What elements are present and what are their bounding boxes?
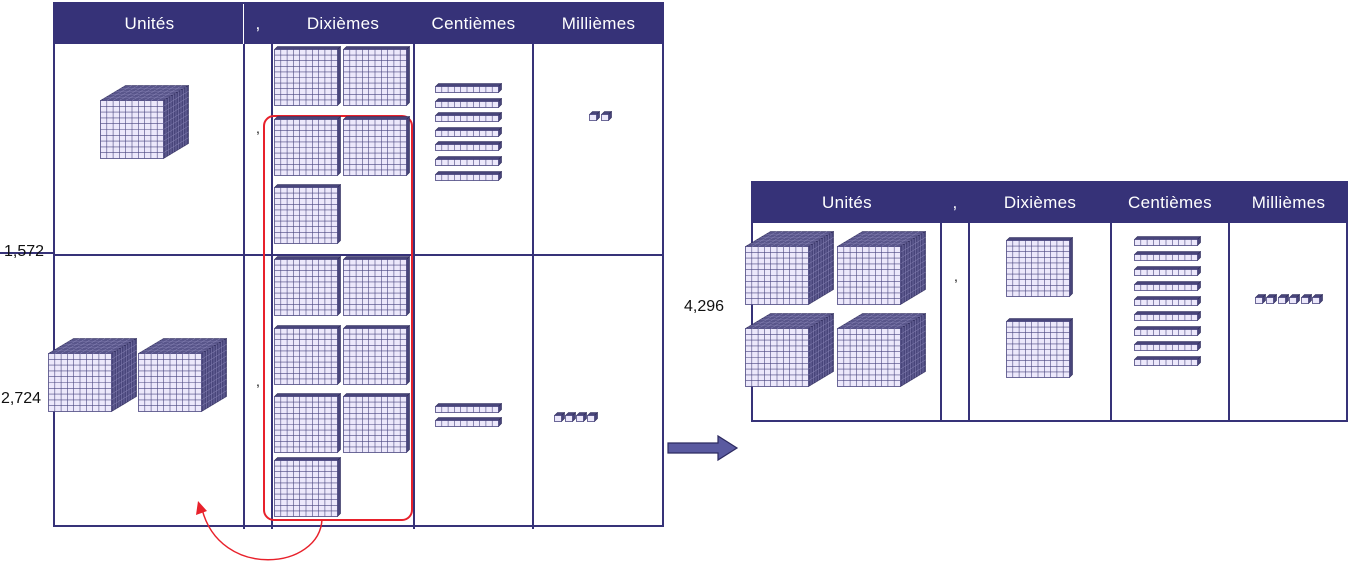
unit-cube-block bbox=[744, 313, 834, 387]
tenth-flat-block bbox=[1005, 318, 1073, 378]
right-arrow-icon bbox=[667, 434, 739, 462]
tenth-flat-block bbox=[273, 393, 341, 453]
header-hundredths: Centièmes bbox=[1128, 193, 1212, 212]
hundredth-rod-block bbox=[1133, 341, 1201, 351]
row-divider bbox=[55, 254, 662, 256]
hundredth-rod-block bbox=[1133, 236, 1201, 246]
column-divider bbox=[532, 44, 534, 529]
hundredth-rod-block bbox=[1133, 296, 1201, 306]
hundredth-rod-block bbox=[434, 417, 502, 427]
header-tenths: Dixièmes bbox=[1003, 193, 1077, 212]
hundredth-rod-block bbox=[434, 141, 502, 152]
header-comma: , bbox=[952, 193, 958, 212]
hundredth-rod-block bbox=[1133, 326, 1201, 336]
thousandth-cube-block bbox=[575, 412, 587, 422]
tenth-flat-block bbox=[273, 46, 341, 106]
thousandth-cube-block bbox=[588, 111, 600, 121]
thousandth-cube-block bbox=[1277, 294, 1289, 304]
header-thousandths: Millièmes bbox=[561, 14, 636, 33]
hundredth-rod-block bbox=[434, 126, 502, 137]
thousandth-cube-block bbox=[1312, 294, 1323, 304]
unit-cube-block bbox=[47, 338, 137, 412]
row2-comma: , bbox=[256, 373, 260, 389]
tenth-flat-block bbox=[273, 457, 341, 517]
unit-cube-block bbox=[744, 231, 834, 305]
hundredth-rod-block bbox=[434, 170, 502, 181]
unit-cube-block bbox=[836, 313, 926, 387]
row1-comma: , bbox=[256, 120, 260, 136]
tenth-flat-block bbox=[342, 393, 410, 453]
header-hundredths: Centièmes bbox=[431, 14, 516, 33]
row-divider-extension bbox=[0, 252, 55, 254]
tenth-flat-block bbox=[342, 256, 410, 316]
column-divider bbox=[1228, 183, 1230, 421]
regroup-curved-arrow bbox=[196, 501, 323, 561]
column-divider bbox=[243, 44, 245, 529]
header-comma: , bbox=[255, 14, 261, 33]
unit-cube-block bbox=[836, 231, 926, 305]
result-label: 4,296 bbox=[684, 298, 725, 315]
regroup-highlight-box bbox=[263, 115, 413, 521]
hundredth-rod-block bbox=[1133, 251, 1201, 261]
header-units: Unités bbox=[822, 193, 872, 212]
column-divider bbox=[940, 183, 942, 421]
tenth-flat-block bbox=[273, 325, 341, 385]
header-units: Unités bbox=[124, 14, 175, 33]
header-thousandths: Millièmes bbox=[1251, 193, 1326, 212]
unit-cube-block bbox=[137, 338, 227, 412]
tenth-flat-block bbox=[273, 184, 341, 244]
tenth-flat-block bbox=[1005, 237, 1073, 297]
hundredth-rod-block bbox=[434, 112, 502, 123]
column-divider bbox=[271, 4, 273, 529]
thousandth-cube-block bbox=[586, 412, 598, 422]
hundredth-rod-block bbox=[1133, 311, 1201, 321]
row-label-2: 2,724 bbox=[1, 390, 42, 407]
hundredth-rod-block bbox=[1133, 281, 1201, 291]
row-label-1: 1,572 bbox=[4, 243, 45, 260]
column-divider bbox=[413, 44, 415, 529]
thousandth-cube-block bbox=[600, 111, 612, 121]
hundredth-rod-block bbox=[434, 156, 502, 166]
table-header: Unités , Dixièmes Centièmes Millièmes bbox=[55, 4, 662, 44]
tenth-flat-block bbox=[273, 256, 341, 316]
thousandth-cube-block bbox=[1289, 294, 1300, 304]
tenth-flat-block bbox=[273, 116, 341, 176]
arrowhead-icon bbox=[196, 501, 207, 515]
left-place-value-table: Unités , Dixièmes Centièmes Millièmes bbox=[53, 2, 664, 529]
result-comma: , bbox=[954, 268, 958, 284]
table-header: Unités , Dixièmes Centièmes Millièmes bbox=[753, 183, 1346, 223]
tenth-flat-block bbox=[342, 325, 410, 385]
hundredth-rod-block bbox=[434, 403, 502, 413]
thousandth-cube-block bbox=[553, 412, 565, 422]
result-place-value-table: Unités , Dixièmes Centièmes Millièmes bbox=[751, 181, 1348, 422]
hundredth-rod-block bbox=[1133, 356, 1201, 366]
thousandth-cube-block bbox=[1300, 294, 1312, 304]
header-tenths: Dixièmes bbox=[306, 14, 380, 33]
column-divider bbox=[968, 183, 970, 421]
hundredth-rod-block bbox=[434, 83, 502, 93]
column-divider bbox=[1110, 183, 1112, 421]
thousandth-cube-block bbox=[1254, 294, 1266, 304]
hundredth-rod-block bbox=[1133, 266, 1201, 276]
tenth-flat-block bbox=[342, 46, 410, 106]
unit-cube-block bbox=[99, 85, 189, 159]
tenth-flat-block bbox=[342, 116, 410, 176]
thousandth-cube-block bbox=[1266, 294, 1277, 304]
thousandth-cube-block bbox=[564, 412, 576, 422]
hundredth-rod-block bbox=[434, 97, 502, 108]
